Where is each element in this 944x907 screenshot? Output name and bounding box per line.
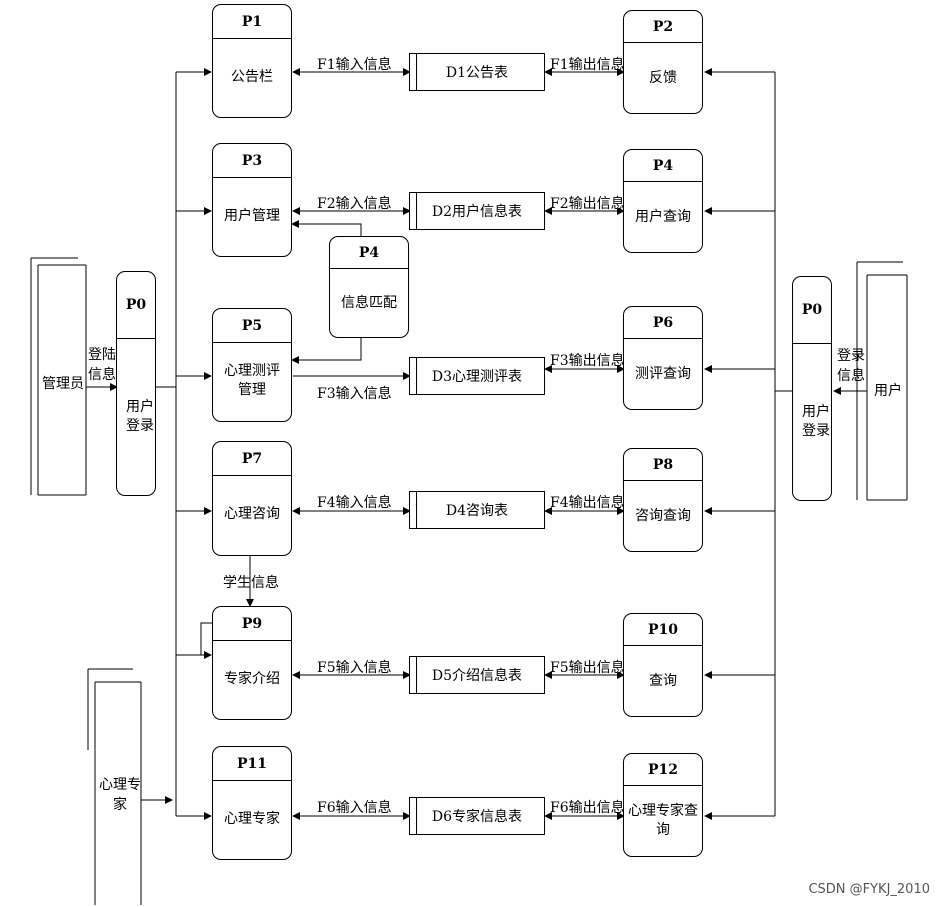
process-label: 心理专家	[224, 810, 280, 827]
process-p2: P2 反馈	[623, 10, 703, 114]
process-label: 用户管理	[224, 207, 280, 224]
datastore-d1: D1公告表	[409, 53, 545, 91]
process-label: 公告栏	[231, 68, 273, 85]
process-id: P3	[213, 144, 291, 178]
process-p4-query: P4 用户查询	[623, 149, 703, 253]
process-id: P8	[624, 449, 702, 481]
process-p9: P9 专家介绍	[212, 606, 292, 720]
process-p1: P1 公告栏	[212, 4, 292, 118]
flow-label-f6-out: F6输出信息	[550, 800, 625, 816]
process-p11: P11 心理专家	[212, 746, 292, 860]
process-id: P6	[624, 307, 702, 339]
process-id: P7	[213, 442, 291, 476]
flow-label-f1-out: F1输出信息	[550, 57, 625, 73]
login-label-left: 登陆信息	[88, 347, 116, 383]
login-label-right: 登录信息	[837, 348, 865, 384]
flow-label-student-info: 学生信息	[223, 575, 279, 591]
process-p4-match: P4 信息匹配	[329, 236, 409, 338]
flow-label-f6-in: F6输入信息	[317, 800, 392, 816]
process-id: P5	[213, 309, 291, 343]
process-p6: P6 测评查询	[623, 306, 703, 410]
process-id: P0	[117, 272, 155, 339]
process-id: P4	[330, 237, 408, 269]
process-id: P0	[793, 277, 831, 344]
process-label: 心理专家查询	[628, 803, 698, 838]
flow-label-f3-in: F3输入信息	[317, 386, 392, 402]
process-label: 测评查询	[635, 365, 691, 382]
process-p7: P7 心理咨询	[212, 441, 292, 556]
process-id: P12	[624, 754, 702, 786]
flow-label-f3-out: F3输出信息	[550, 353, 625, 369]
datastore-d6: D6专家信息表	[409, 797, 545, 835]
watermark: CSDN @FYKJ_2010	[808, 882, 930, 897]
process-id: P11	[213, 747, 291, 781]
admin-entity-frame	[30, 257, 87, 496]
process-p12: P12 心理专家查询	[623, 753, 703, 857]
process-label: 用户登录	[126, 398, 154, 434]
flow-label-f1-in: F1输入信息	[317, 57, 392, 73]
process-label: 心理咨询	[224, 506, 280, 522]
expert-entity-frame	[87, 668, 142, 905]
process-label: 心理测评管理	[224, 363, 280, 398]
process-p8: P8 咨询查询	[623, 448, 703, 552]
process-label: 咨询查询	[635, 507, 691, 524]
process-id: P1	[213, 5, 291, 39]
process-id: P4	[624, 150, 702, 182]
user-entity-frame	[856, 261, 908, 501]
flow-label-f2-out: F2输出信息	[550, 196, 625, 212]
process-label: 用户登录	[802, 403, 830, 439]
datastore-d2: D2用户信息表	[409, 192, 545, 230]
process-id: P2	[624, 11, 702, 43]
expert-entity-label: 心理专家	[99, 777, 141, 813]
process-id: P10	[624, 614, 702, 646]
process-label: 反馈	[649, 69, 677, 86]
flow-label-f5-in: F5输入信息	[317, 660, 392, 676]
flow-p4-p3	[291, 220, 362, 238]
datastore-d5: D5介绍信息表	[409, 656, 545, 694]
user-entity: 用户	[874, 383, 902, 399]
process-p0-admin: P0 用户登录	[116, 271, 156, 496]
flow-label-f4-out: F4输出信息	[550, 495, 625, 511]
flow-label-f4-in: F4输入信息	[317, 495, 392, 511]
process-p5: P5 心理测评管理	[212, 308, 292, 422]
datastore-d3: D3心理测评表	[409, 357, 545, 395]
process-label: 用户查询	[635, 208, 691, 225]
admin-entity: 管理员	[42, 376, 84, 392]
process-p10: P10 查询	[623, 613, 703, 717]
process-label: 专家介绍	[224, 670, 280, 687]
process-label: 查询	[649, 672, 677, 689]
datastore-d4: D4咨询表	[409, 491, 545, 529]
process-id: P9	[213, 607, 291, 641]
flow-p4-p5	[291, 338, 362, 364]
flow-label-f2-in: F2输入信息	[317, 196, 392, 212]
process-label: 信息匹配	[341, 294, 397, 311]
flow-label-f5-out: F5输出信息	[550, 660, 625, 676]
process-p3: P3 用户管理	[212, 143, 292, 257]
process-p0-user: P0 用户登录	[792, 276, 832, 501]
